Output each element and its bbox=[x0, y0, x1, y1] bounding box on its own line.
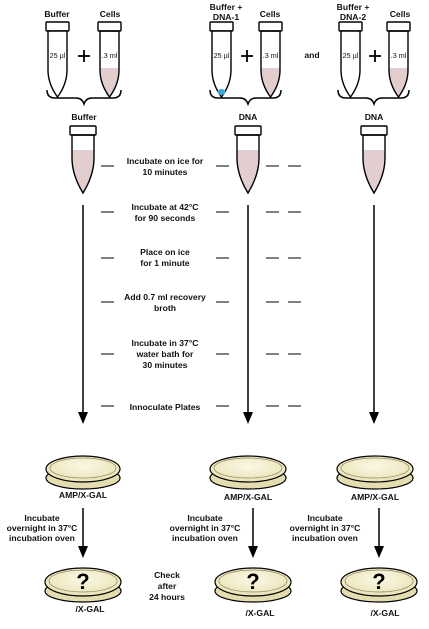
svg-text:overnight in 37°C: overnight in 37°C bbox=[290, 523, 361, 533]
incubation-note-1: Incubate overnight in 37°C incubation ov… bbox=[7, 513, 78, 543]
step-3-line1: Place on ice bbox=[140, 247, 190, 257]
flow-arrows-incubation bbox=[78, 508, 384, 558]
step-dashes bbox=[101, 165, 301, 407]
svg-text:Check: Check bbox=[154, 570, 180, 580]
dna1-result-label: DNA bbox=[239, 112, 258, 122]
cells-label-3: Cells bbox=[390, 9, 411, 19]
cells-tube-1: .3 ml bbox=[97, 21, 122, 99]
step-2-line1: Incubate at 42°C bbox=[132, 202, 199, 212]
result-plate-3: ? bbox=[340, 567, 418, 603]
svg-text:incubation oven: incubation oven bbox=[9, 533, 75, 543]
step-6-line1: Innoculate Plates bbox=[130, 402, 201, 412]
step-5-line1: Incubate in 37°C bbox=[132, 338, 199, 348]
step-2-line2: for 90 seconds bbox=[135, 213, 196, 223]
svg-text:Incubate: Incubate bbox=[187, 513, 223, 523]
and-label: and bbox=[304, 50, 319, 60]
step-3-line2: for 1 minute bbox=[140, 258, 189, 268]
question-mark-icon: ? bbox=[372, 569, 385, 594]
cells-volume-1: .3 ml bbox=[102, 51, 118, 60]
dna2-tube: 25 µl bbox=[338, 21, 363, 99]
combined-tube-dna2 bbox=[360, 125, 388, 195]
svg-text:incubation oven: incubation oven bbox=[172, 533, 238, 543]
cells-tube-3: .3 ml bbox=[386, 21, 411, 99]
svg-text:incubation oven: incubation oven bbox=[292, 533, 358, 543]
step-5-line2: water bath for bbox=[136, 349, 194, 359]
cells-label-1: Cells bbox=[100, 9, 121, 19]
buffer-dna1-label-line1: Buffer + bbox=[210, 2, 243, 12]
step-5-line3: 30 minutes bbox=[143, 360, 188, 370]
incubation-note-2: Incubate overnight in 37°C incubation ov… bbox=[170, 513, 241, 543]
step-1-line1: Incubate on ice for bbox=[127, 156, 204, 166]
buffer-result-label: Buffer bbox=[71, 112, 97, 122]
protocol-steps: Incubate on ice for 10 minutes Incubate … bbox=[124, 156, 206, 412]
dna2-volume: 25 µl bbox=[343, 51, 359, 60]
incubation-note-3: Incubate overnight in 37°C incubation ov… bbox=[290, 513, 361, 543]
buffer-volume: 25 µl bbox=[50, 51, 66, 60]
question-mark-icon: ? bbox=[246, 569, 259, 594]
dna1-tube: 25 µl bbox=[209, 21, 234, 99]
step-4-line1: Add 0.7 ml recovery bbox=[124, 292, 206, 302]
dna1-volume: 25 µl bbox=[214, 51, 230, 60]
svg-text:Incubate: Incubate bbox=[307, 513, 343, 523]
svg-text:after: after bbox=[158, 581, 177, 591]
buffer-label: Buffer bbox=[44, 9, 70, 19]
combine-braces bbox=[46, 89, 410, 107]
cells-label-2: Cells bbox=[260, 9, 281, 19]
svg-text:overnight in 37°C: overnight in 37°C bbox=[7, 523, 78, 533]
buffer-tube: 25 µl bbox=[45, 21, 70, 99]
dna2-result-label: DNA bbox=[365, 112, 384, 122]
top-labels: Buffer Cells Buffer + DNA-1 Cells Buffer… bbox=[44, 2, 410, 60]
result-plate-2-label: /X-GAL bbox=[245, 608, 274, 618]
agar-plate-2 bbox=[209, 455, 287, 490]
flow-arrows-main bbox=[78, 205, 379, 424]
plate-1-label: AMP/X-GAL bbox=[59, 490, 107, 500]
cells-tube-2: .3 ml bbox=[258, 21, 283, 99]
step-1-line2: 10 minutes bbox=[143, 167, 188, 177]
agar-plate-3 bbox=[336, 455, 414, 490]
question-mark-icon: ? bbox=[76, 569, 89, 594]
cells-volume-3: .3 ml bbox=[391, 51, 407, 60]
svg-text:24 hours: 24 hours bbox=[149, 592, 185, 602]
dna-drop bbox=[217, 89, 226, 95]
result-plate-1-label: /X-GAL bbox=[75, 604, 104, 614]
buffer-dna2-label-line1: Buffer + bbox=[337, 2, 370, 12]
result-plate-1: ? bbox=[44, 567, 122, 603]
plate-3-label: AMP/X-GAL bbox=[351, 492, 399, 502]
buffer-dna2-label-line2: DNA-2 bbox=[340, 12, 366, 22]
result-plate-2: ? bbox=[214, 567, 292, 603]
svg-text:overnight in 37°C: overnight in 37°C bbox=[170, 523, 241, 533]
plate-2-label: AMP/X-GAL bbox=[224, 492, 272, 502]
combined-tube-buffer bbox=[69, 125, 97, 195]
result-plate-3-label: /X-GAL bbox=[370, 608, 399, 618]
svg-text:Incubate: Incubate bbox=[24, 513, 60, 523]
step-4-line2: broth bbox=[154, 303, 176, 313]
buffer-dna1-label-line2: DNA-1 bbox=[213, 12, 239, 22]
check-note: Check after 24 hours bbox=[149, 570, 185, 602]
cells-volume-2: .3 ml bbox=[263, 51, 279, 60]
agar-plate-1 bbox=[45, 455, 121, 490]
combined-tube-dna1 bbox=[234, 125, 262, 195]
